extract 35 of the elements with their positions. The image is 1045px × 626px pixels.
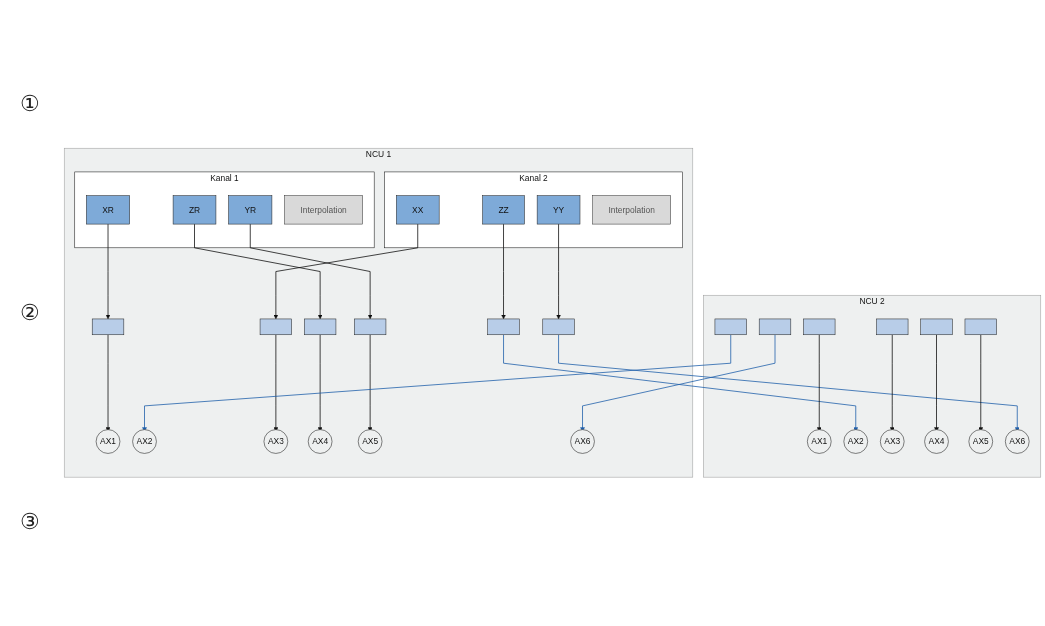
node-box (304, 319, 337, 336)
node-circle: AX5 (968, 429, 993, 455)
node-box (542, 319, 575, 336)
node-box (876, 319, 909, 336)
node-box (758, 319, 792, 336)
node-box (91, 319, 125, 336)
node-box (259, 319, 292, 336)
node-box: XR (86, 195, 130, 225)
node-box (803, 319, 836, 336)
node-box: YR (228, 195, 273, 225)
node-box: ZZ (482, 195, 525, 225)
node-box: YY (536, 195, 581, 225)
node-box: Interpolation (592, 195, 671, 225)
node-box (487, 319, 520, 336)
node-box: XX (396, 195, 440, 225)
callout-number: ③ (20, 508, 40, 535)
node-circle: AX2 (132, 429, 157, 455)
node-box (964, 319, 997, 336)
node-circle: AX5 (357, 429, 383, 455)
node-box: ZR (172, 195, 217, 225)
node-circle: AX2 (843, 429, 868, 455)
node-box (354, 319, 387, 336)
node-box (920, 319, 953, 336)
node-circle: AX3 (880, 429, 905, 455)
node-circle: AX1 (95, 429, 121, 455)
node-box (714, 319, 747, 336)
node-circle: AX3 (263, 429, 289, 455)
callout-number: ② (20, 300, 40, 326)
node-circle: AX6 (1005, 429, 1030, 455)
node-circle: AX4 (307, 429, 333, 455)
node-circle: AX4 (924, 429, 949, 455)
node-circle: AX1 (807, 429, 832, 455)
node-box: Interpolation (284, 195, 363, 225)
node-circle: AX6 (570, 429, 595, 455)
callout-number: ① (20, 91, 40, 118)
